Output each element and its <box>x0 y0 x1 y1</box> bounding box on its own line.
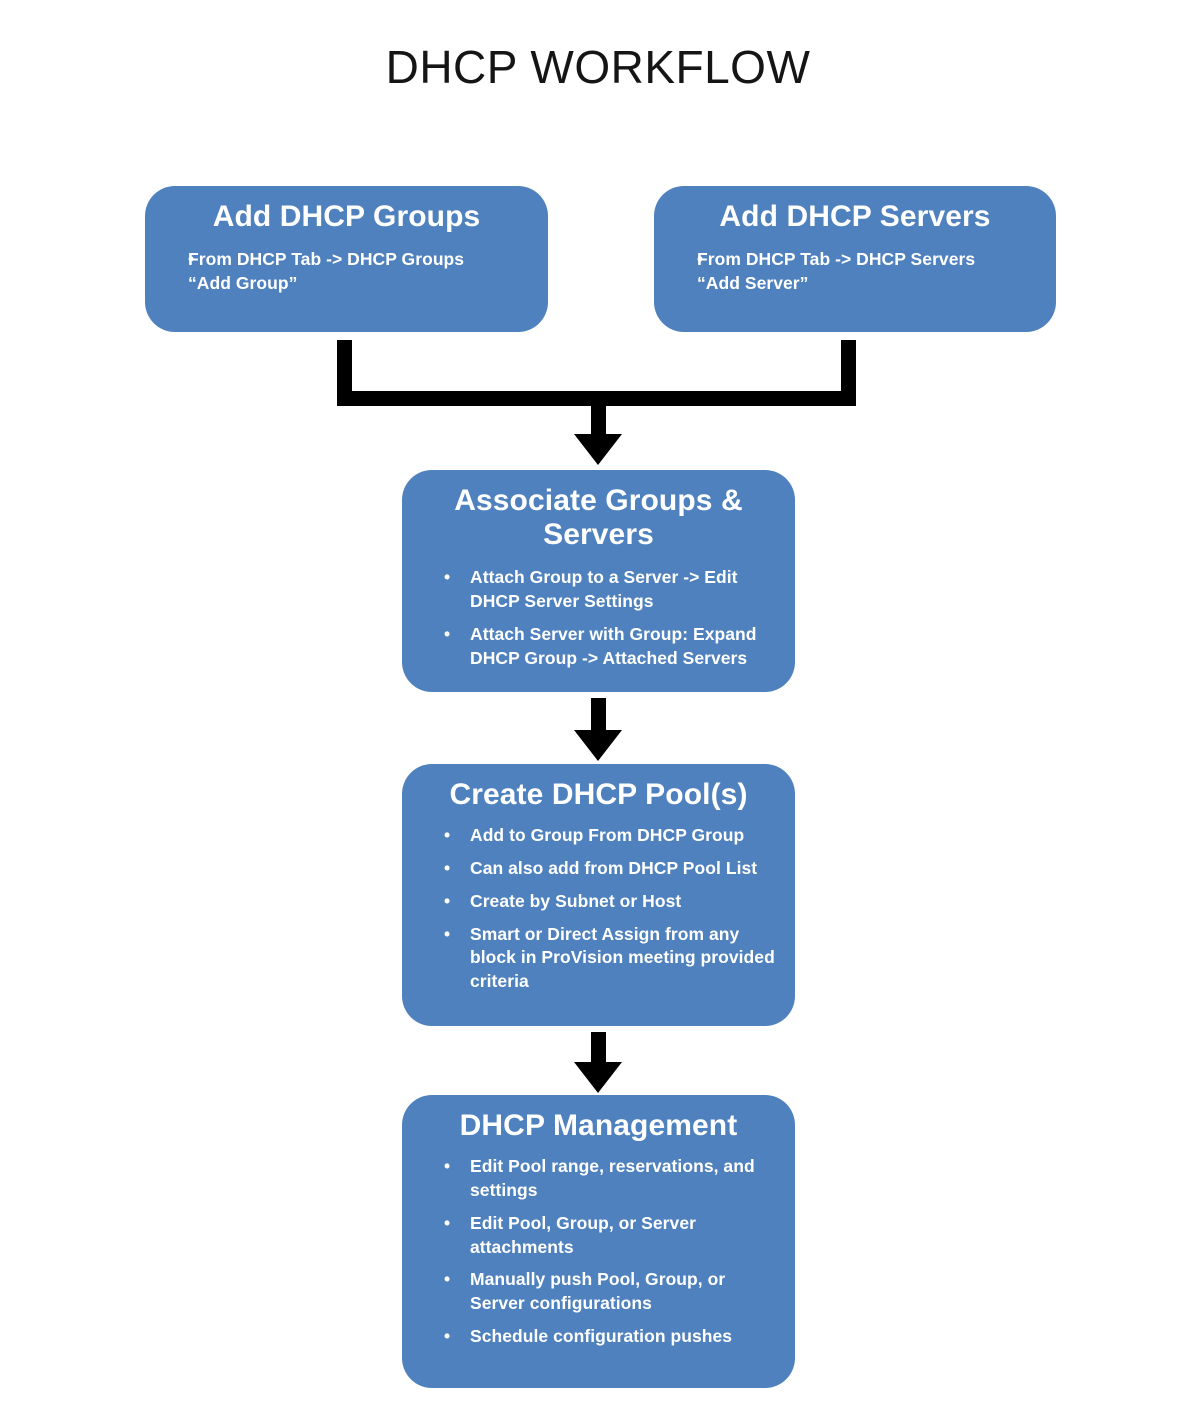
list-item-text: From DHCP Tab -> DHCP Groups “Add Group” <box>188 249 465 293</box>
list-item-text: Add to Group From DHCP Group <box>470 825 745 846</box>
list-item: • Attach Server with Group: Expand DHCP … <box>444 623 775 671</box>
bullet-dot-icon: • <box>444 1325 451 1346</box>
list-item-text: Edit Pool, Group, or Server attachments <box>470 1212 696 1257</box>
bullet-dot-icon: • <box>444 1156 451 1177</box>
bullet-dot-icon: • <box>188 249 195 270</box>
bullet-dot-icon: • <box>444 567 451 588</box>
box-title: DHCP Management <box>459 1109 738 1142</box>
list-item: • Can also add from DHCP Pool List <box>444 857 775 881</box>
bullet-list: • Edit Pool range, reservations, and set… <box>422 1155 775 1349</box>
list-item: • Add to Group From DHCP Group <box>444 824 775 848</box>
arrow-head-icon-to-pools <box>574 730 622 761</box>
box-title: Associate Groups & Servers <box>454 484 743 552</box>
flow-box-dhcp-management[interactable]: DHCP Management • Edit Pool range, reser… <box>402 1095 795 1388</box>
bullet-list: • From DHCP Tab -> DHCP Servers “Add Ser… <box>674 248 1036 296</box>
flow-box-associate-groups-servers[interactable]: Associate Groups & Servers • Attach Grou… <box>402 470 795 692</box>
bullet-dot-icon: • <box>444 923 451 944</box>
list-item: • Attach Group to a Server -> Edit DHCP … <box>444 566 775 614</box>
list-item: • Manually push Pool, Group, or Server c… <box>444 1268 775 1316</box>
list-item-text: Create by Subnet or Host <box>470 890 682 911</box>
bullet-dot-icon: • <box>444 623 451 644</box>
list-item: • Smart or Direct Assign from any block … <box>444 923 775 994</box>
connector-line-pools-to-management <box>591 1032 606 1064</box>
list-item: • Create by Subnet or Host <box>444 890 775 914</box>
list-item-text: Can also add from DHCP Pool List <box>470 857 758 878</box>
list-item: • Edit Pool range, reservations, and set… <box>444 1155 775 1203</box>
box-title: Add DHCP Servers <box>719 200 991 233</box>
page-title: DHCP WORKFLOW <box>385 41 811 93</box>
bullet-dot-icon: • <box>697 249 704 270</box>
flow-box-add-dhcp-servers[interactable]: Add DHCP Servers • From DHCP Tab -> DHCP… <box>654 186 1056 332</box>
connector-line-associate-to-pools <box>591 698 606 732</box>
list-item-text: Edit Pool range, reservations, and setti… <box>470 1156 755 1200</box>
list-item-text: Smart or Direct Assign from any block in… <box>470 923 775 992</box>
arrow-head-icon-to-associate <box>574 434 622 465</box>
bullet-dot-icon: • <box>444 825 451 846</box>
connector-line-groups-down <box>337 340 352 406</box>
connector-line-servers-down <box>841 340 856 406</box>
connector-line-merge-stem <box>591 391 606 436</box>
bullet-dot-icon: • <box>444 1269 451 1290</box>
box-title: Create DHCP Pool(s) <box>449 778 748 811</box>
list-item-text: Attach Server with Group: Expand DHCP Gr… <box>470 623 757 668</box>
box-title: Add DHCP Groups <box>212 200 481 233</box>
list-item: • Edit Pool, Group, or Server attachment… <box>444 1212 775 1260</box>
list-item: • From DHCP Tab -> DHCP Groups “Add Grou… <box>188 248 528 296</box>
list-item-text: Attach Group to a Server -> Edit DHCP Se… <box>470 567 738 612</box>
bullet-list: • Add to Group From DHCP Group • Can als… <box>422 824 775 994</box>
bullet-dot-icon: • <box>444 890 451 911</box>
list-item: • Schedule configuration pushes <box>444 1325 775 1349</box>
bullet-list: • From DHCP Tab -> DHCP Groups “Add Grou… <box>165 248 528 296</box>
flow-box-add-dhcp-groups[interactable]: Add DHCP Groups • From DHCP Tab -> DHCP … <box>145 186 548 332</box>
list-item-text: Manually push Pool, Group, or Server con… <box>470 1269 726 1314</box>
list-item: • From DHCP Tab -> DHCP Servers “Add Ser… <box>697 248 1036 296</box>
bullet-dot-icon: • <box>444 1212 451 1233</box>
arrow-head-icon-to-management <box>574 1062 622 1093</box>
list-item-text: Schedule configuration pushes <box>470 1325 733 1346</box>
list-item-text: From DHCP Tab -> DHCP Servers “Add Serve… <box>697 249 976 293</box>
flow-box-create-dhcp-pools[interactable]: Create DHCP Pool(s) • Add to Group From … <box>402 764 795 1026</box>
bullet-dot-icon: • <box>444 857 451 878</box>
bullet-list: • Attach Group to a Server -> Edit DHCP … <box>422 566 775 670</box>
